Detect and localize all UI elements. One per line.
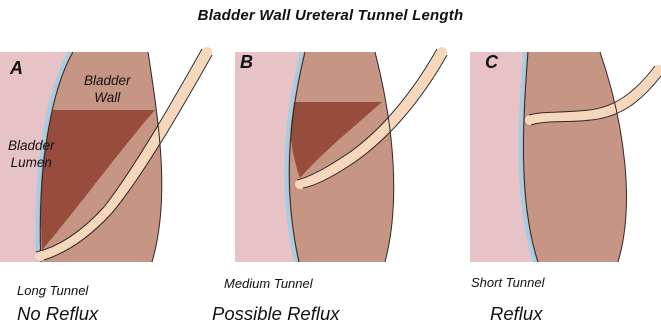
bladder-wall-label-line-2: Wall [84,89,131,106]
panel-c-outcome-label: Reflux [490,303,542,325]
panel-a-letter: A [10,58,23,79]
bladder-lumen-label-line-1: Bladder [8,137,55,154]
bladder-wall-label-line-1: Bladder [84,72,131,89]
panel-a-outcome-label: No Reflux [17,303,98,325]
panel-a-tunnel-label: Long Tunnel [17,283,88,298]
figure-title: Bladder Wall Ureteral Tunnel Length [0,7,661,24]
panel-c-tunnel-label: Short Tunnel [471,275,544,290]
panel-b-tunnel-label: Medium Tunnel [224,276,313,291]
panel-c-letter: C [485,52,498,73]
panel-b-outcome-label: Possible Reflux [212,303,340,325]
panel-b-diagram [235,49,447,262]
panel-b-letter: B [240,52,253,73]
bladder-wall-label: Bladder Wall [84,72,131,106]
bladder-lumen-label: Bladder Lumen [8,137,55,171]
bladder-lumen-label-line-2: Lumen [8,154,55,171]
panel-c-diagram [470,52,661,262]
panel-c-wall [521,52,627,262]
